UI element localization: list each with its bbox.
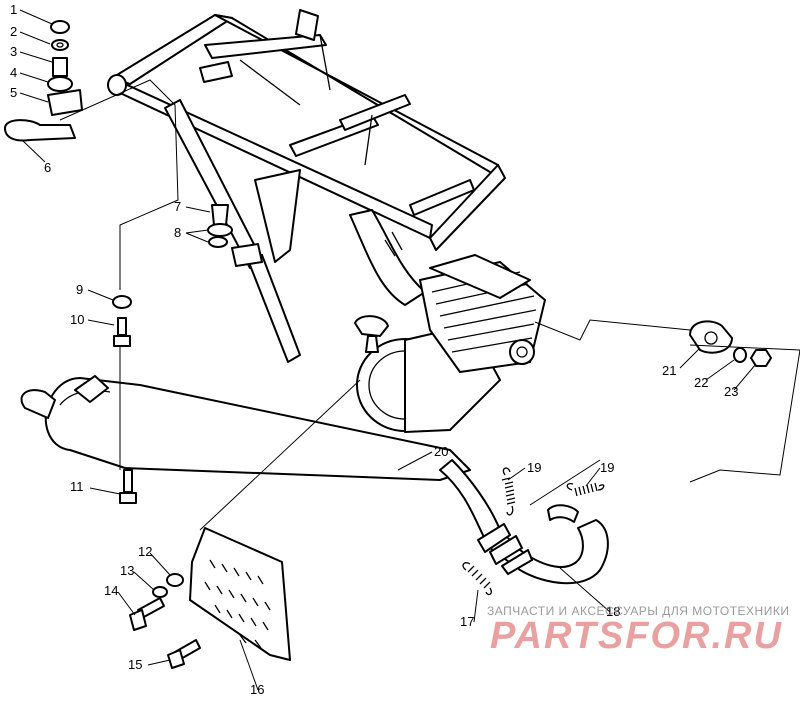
heat-shield: [189, 527, 291, 661]
callout-6: 6: [44, 160, 51, 175]
callout-22: 22: [694, 375, 708, 390]
callout-labels: 1 2 3 4 5 6 7 8 9 10 11 12 13 14 15 16 1…: [10, 2, 738, 697]
head-pipe: [439, 459, 609, 585]
callout-16: 16: [250, 682, 264, 697]
exhaust-flange: [689, 320, 772, 367]
callout-14: 14: [104, 583, 118, 598]
engine-assembly: [354, 254, 546, 433]
bolt-11: [119, 469, 137, 504]
callout-23: 23: [724, 384, 738, 399]
assembly-lines: [59, 79, 800, 531]
callout-9: 9: [76, 282, 83, 297]
watermark-tagline: ЗАПЧАСТИ И АКСЕССУАРЫ ДЛЯ МОТОТЕХНИКИ: [487, 604, 789, 618]
callout-7: 7: [174, 199, 181, 214]
watermark-brand: PARTSFOR.RU: [490, 615, 783, 657]
callout-5: 5: [10, 85, 17, 100]
callout-1: 1: [10, 2, 17, 17]
callout-12: 12: [138, 544, 152, 559]
callout-21: 21: [662, 363, 676, 378]
callout-20: 20: [434, 444, 448, 459]
callout-19b: 19: [600, 460, 614, 475]
callout-10: 10: [70, 312, 84, 327]
callout-13: 13: [120, 563, 134, 578]
shield-fasteners: [129, 573, 201, 669]
callout-2: 2: [10, 24, 17, 39]
spring-upper-right: [566, 482, 605, 497]
callout-19a: 19: [527, 460, 541, 475]
mount-hardware-stack: [4, 20, 83, 142]
spring-upper-left: [501, 467, 516, 516]
callout-11: 11: [70, 479, 84, 494]
washer-and-bolt-10: [112, 295, 132, 347]
callout-17: 17: [460, 614, 474, 629]
callout-leaders: [19, 9, 757, 691]
watermark: ЗАПЧАСТИ И АКСЕССУАРЫ ДЛЯ МОТОТЕХНИКИ PA…: [487, 604, 789, 657]
callout-4: 4: [10, 65, 17, 80]
callout-3: 3: [10, 44, 17, 59]
spring-lower: [462, 562, 492, 596]
callout-15: 15: [128, 657, 142, 672]
callout-18: 18: [606, 604, 620, 619]
callout-8: 8: [174, 225, 181, 240]
